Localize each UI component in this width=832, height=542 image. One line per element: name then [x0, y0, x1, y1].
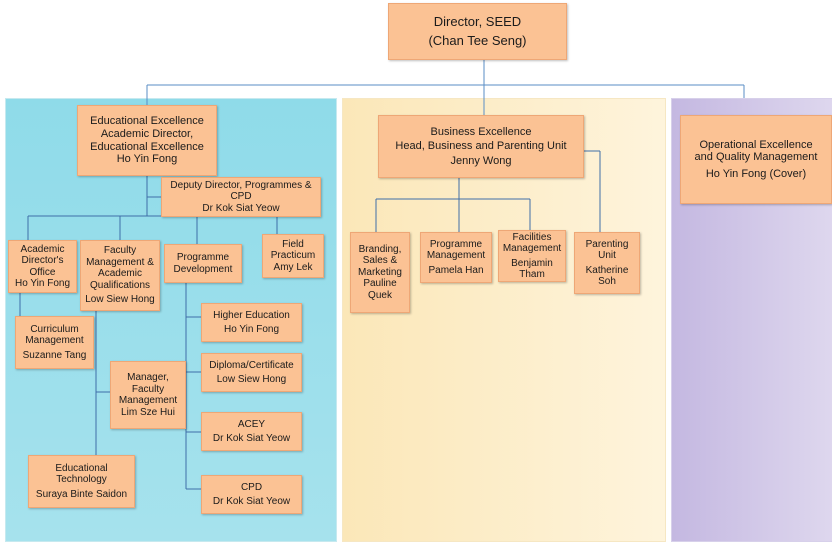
parent-person-2: Soh	[598, 276, 616, 287]
curr-l2: Management	[25, 335, 84, 347]
fac-person-2: Tham	[519, 269, 545, 280]
fac-l1: Facilities	[512, 231, 552, 243]
edu-head-division: Educational Excellence	[90, 115, 204, 128]
cpd-person: Dr Kok Siat Yeow	[212, 496, 291, 507]
curr-person: Suzanne Tang	[22, 349, 87, 361]
brand-l2: Sales &	[362, 255, 398, 267]
parent-person: Katherine	[585, 264, 629, 276]
diploma-person: Low Siew Hong	[216, 374, 287, 385]
edu-head-box: Educational Excellence Academic Director…	[77, 105, 217, 176]
fmaq-l2: Management &	[86, 256, 154, 268]
field-practicum-box: Field Practicum Amy Lek	[262, 234, 324, 278]
curriculum-management-box: Curriculum Management Suzanne Tang	[15, 316, 94, 369]
programme-management-box: Programme Management Pamela Han	[420, 232, 492, 283]
higher-l1: Higher Education	[213, 309, 290, 321]
biz-head-division: Business Excellence	[430, 125, 532, 138]
diploma-l1: Diploma/Certificate	[209, 359, 294, 371]
progmgmt-l1: Programme	[429, 238, 483, 250]
cpd-l1: CPD	[240, 481, 263, 493]
brand-l3: Marketing	[358, 266, 402, 278]
director-box: Director, SEED (Chan Tee Seng)	[388, 3, 567, 60]
progdev-l1: Programme	[176, 252, 230, 263]
higher-person: Ho Yin Fong	[223, 324, 280, 335]
progmgmt-person: Pamela Han	[428, 264, 484, 276]
fmaq-l3: Academic	[98, 268, 142, 280]
diploma-certificate-box: Diploma/Certificate Low Siew Hong	[201, 353, 302, 392]
ado-person: Ho Yin Fong	[14, 278, 71, 289]
mgr-l3: Management	[118, 395, 178, 406]
field-l1: Field	[282, 238, 304, 250]
educational-technology-box: Educational Technology Suraya Binte Said…	[28, 455, 135, 508]
edu-head-person: Ho Yin Fong	[116, 153, 178, 166]
brand-l1: Branding,	[358, 243, 402, 255]
cpd-box: CPD Dr Kok Siat Yeow	[201, 475, 302, 514]
higher-education-box: Higher Education Ho Yin Fong	[201, 303, 302, 342]
edtech-l1: Educational	[55, 462, 108, 474]
operational-head-box: Operational Excellence and Quality Manag…	[680, 115, 832, 204]
brand-person-2: Quek	[368, 289, 392, 301]
faculty-management-box: Faculty Management & Academic Qualificat…	[80, 240, 160, 311]
curr-l1: Curriculum	[30, 323, 79, 335]
facilities-management-box: Facilities Management Benjamin Tham	[498, 230, 566, 282]
fmaq-person: Low Siew Hong	[85, 294, 155, 306]
programme-development-box: Programme Development	[164, 244, 242, 283]
biz-head-role: Head, Business and Parenting Unit	[395, 140, 567, 153]
parent-l1: Parenting	[585, 238, 629, 250]
deputy-person: Dr Kok Siat Yeow	[202, 202, 280, 214]
edu-head-role-2: Educational Excellence	[90, 140, 204, 153]
parent-l2: Unit	[598, 250, 616, 261]
mgr-person: Lim Sze Hui	[121, 406, 175, 418]
field-person: Amy Lek	[273, 261, 313, 273]
edtech-person: Suraya Binte Saidon	[35, 488, 128, 500]
acey-box: ACEY Dr Kok Siat Yeow	[201, 412, 302, 451]
academic-directors-office-box: Academic Director's Office Ho Yin Fong	[8, 240, 77, 293]
ops-person: Ho Yin Fong (Cover)	[705, 167, 807, 180]
ops-l2: and Quality Management	[694, 151, 818, 164]
branding-sales-box: Branding, Sales & Marketing Pauline Quek	[350, 232, 410, 313]
deputy-role: Deputy Director, Programmes &	[170, 179, 312, 191]
ado-l3: Office	[29, 266, 56, 278]
fmaq-l1: Faculty	[103, 245, 137, 257]
mgr-l1: Manager,	[127, 372, 169, 383]
fmaq-l4: Qualifications	[89, 279, 151, 291]
edu-head-role: Academic Director,	[100, 127, 194, 140]
deputy-role-2: CPD	[230, 191, 252, 203]
field-l2: Practicum	[270, 250, 316, 262]
mgr-l2: Faculty	[131, 383, 165, 395]
biz-head-person: Jenny Wong	[450, 154, 512, 167]
acey-person: Dr Kok Siat Yeow	[212, 433, 291, 444]
acey-l1: ACEY	[237, 418, 266, 430]
deputy-director-box: Deputy Director, Programmes & CPD Dr Kok…	[161, 177, 321, 217]
director-name: (Chan Tee Seng)	[428, 32, 527, 48]
fac-l2: Management	[502, 243, 562, 254]
progdev-l2: Development	[173, 263, 233, 275]
parenting-unit-box: Parenting Unit Katherine Soh	[574, 232, 640, 294]
ado-l1: Academic	[20, 243, 65, 255]
manager-faculty-box: Manager, Faculty Management Lim Sze Hui	[110, 361, 186, 429]
brand-person: Pauline	[363, 278, 397, 290]
edtech-l2: Technology	[56, 474, 107, 486]
director-title: Director, SEED	[433, 13, 522, 29]
business-head-box: Business Excellence Head, Business and P…	[378, 115, 584, 178]
ops-l1: Operational Excellence	[699, 138, 813, 151]
progmgmt-l2: Management	[426, 250, 486, 262]
ado-l2: Director's	[21, 255, 64, 266]
fac-person: Benjamin	[511, 257, 553, 269]
